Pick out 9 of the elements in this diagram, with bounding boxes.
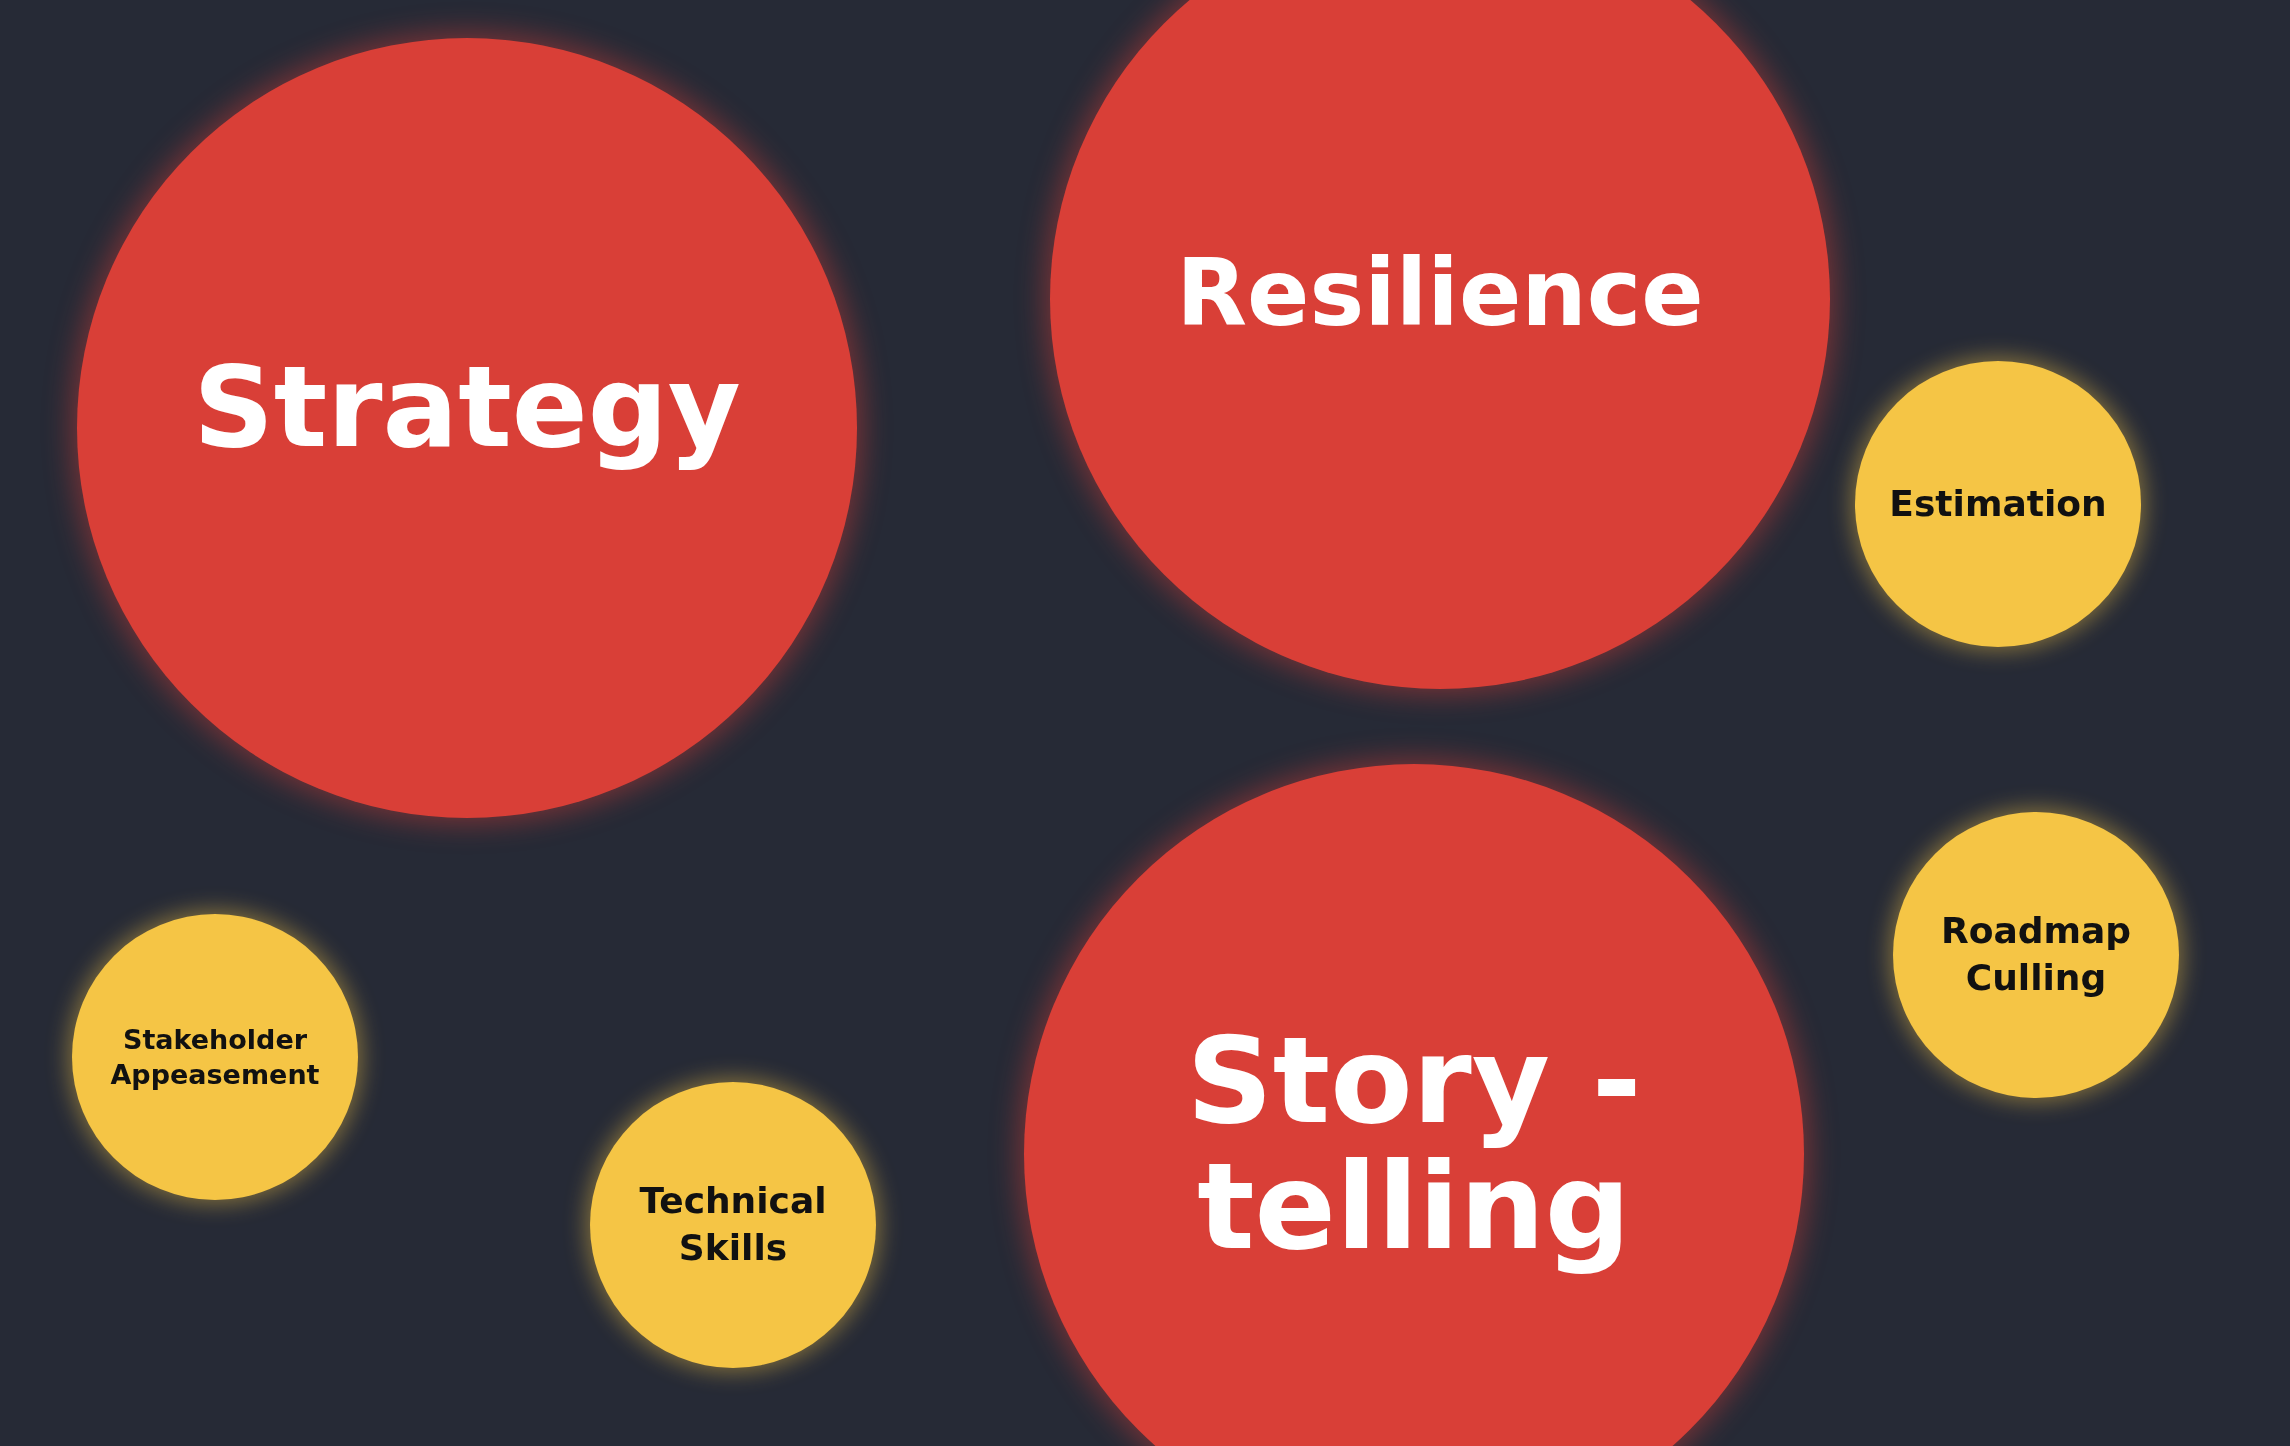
circle-label: Roadmap Culling (1939, 909, 2133, 1000)
circle-label: Estimation (1889, 481, 2107, 526)
sub-skill-circle (72, 914, 358, 1200)
circle-label: Stakeholder Appeasement (109, 1022, 321, 1092)
circle-label: Technical Skills (638, 1179, 828, 1270)
sub-skill-circle (1893, 812, 2179, 1098)
circle-label: Resilience (1176, 245, 1704, 343)
sub-skill-circle (590, 1082, 876, 1368)
sub-skill-circle (1855, 361, 2141, 647)
